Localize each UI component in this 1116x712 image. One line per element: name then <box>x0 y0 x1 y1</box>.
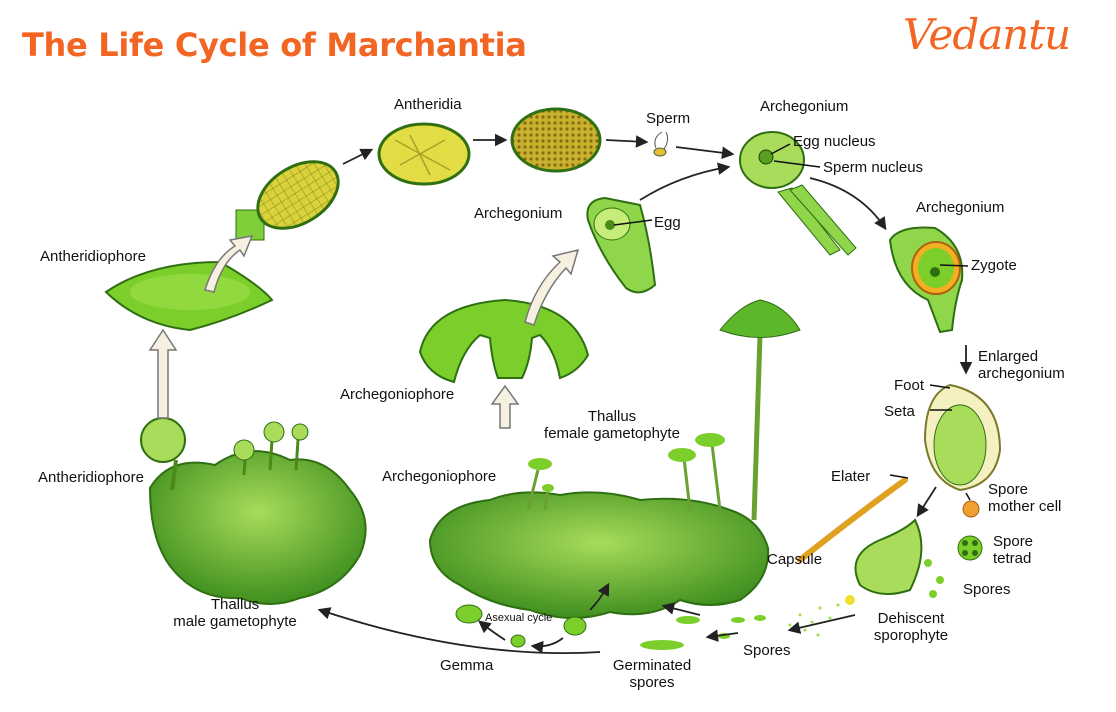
label-dehiscent-sporophyte: Dehiscent sporophyte <box>873 610 949 644</box>
label-enlarged-archegonium: Enlarged archegonium <box>978 348 1065 382</box>
antheridium-grid-illustration <box>377 122 471 186</box>
label-antheridia: Antheridia <box>394 96 462 113</box>
spore-tetrad-illustration <box>957 535 983 561</box>
label-archegonium-top: Archegonium <box>760 98 849 115</box>
spores-right-illustration <box>924 559 944 598</box>
label-zygote: Zygote <box>971 257 1017 274</box>
label-antheridiophore-upper: Antheridiophore <box>40 248 146 265</box>
antheridium-stalk-illustration <box>235 160 340 241</box>
label-asexual-cycle: Asexual cycle <box>485 612 553 624</box>
label-sperm-nucleus: Sperm nucleus <box>823 159 924 176</box>
leader-lines <box>613 143 971 501</box>
page-title: The Life Cycle of Marchantia <box>22 26 527 64</box>
elater-illustration <box>797 477 908 563</box>
label-seta: Seta <box>884 403 915 420</box>
archegonium-zygote-illustration <box>888 226 964 334</box>
archegonium-fertilization-illustration <box>739 131 857 256</box>
label-spores-right: Spores <box>963 581 1011 598</box>
enlarged-archegonium-illustration <box>923 383 1002 492</box>
archegonium-egg-illustration <box>586 196 657 294</box>
antheridiophore-disc-illustration <box>104 260 274 332</box>
male-thallus-illustration <box>140 417 367 605</box>
label-gemma: Gemma <box>440 657 494 674</box>
label-archegonium-zygote: Archegonium <box>916 199 1005 216</box>
sperm-illustration <box>653 131 669 157</box>
cycle-arrows <box>317 133 973 654</box>
spore-mother-cell-illustration <box>962 500 980 518</box>
brand-logo: Vedantu <box>903 10 1071 59</box>
label-germinated-spores: Germinated spores <box>612 657 692 691</box>
label-egg-nucleus: Egg nucleus <box>793 133 876 150</box>
dehiscent-sporophyte-illustration <box>788 518 923 637</box>
label-spores-bottom: Spores <box>743 642 791 659</box>
gemma-illustration <box>455 604 587 648</box>
label-archegoniophore-lower: Archegoniophore <box>382 468 497 485</box>
hollow-arrows <box>148 235 580 429</box>
label-antheridiophore-lower: Antheridiophore <box>38 469 144 486</box>
antheridium-mature-illustration <box>510 107 602 173</box>
label-thallus-female: Thallus female gametophyte <box>544 408 680 442</box>
label-spore-mother-cell: Spore mother cell <box>988 481 1062 515</box>
label-thallus-male: Thallus male gametophyte <box>173 596 297 630</box>
label-capsule: Capsule <box>767 551 823 568</box>
label-sperm: Sperm <box>646 110 691 127</box>
label-foot: Foot <box>894 377 925 394</box>
label-elater: Elater <box>831 468 871 485</box>
archegoniophore-section-illustration <box>418 298 590 384</box>
label-egg: Egg <box>654 214 681 231</box>
label-archegoniophore-upper: Archegoniophore <box>340 386 455 403</box>
female-thallus-illustration <box>428 299 801 619</box>
label-spore-tetrad: Spore tetrad <box>993 533 1034 567</box>
label-archegonium-egg: Archegonium <box>474 205 563 222</box>
